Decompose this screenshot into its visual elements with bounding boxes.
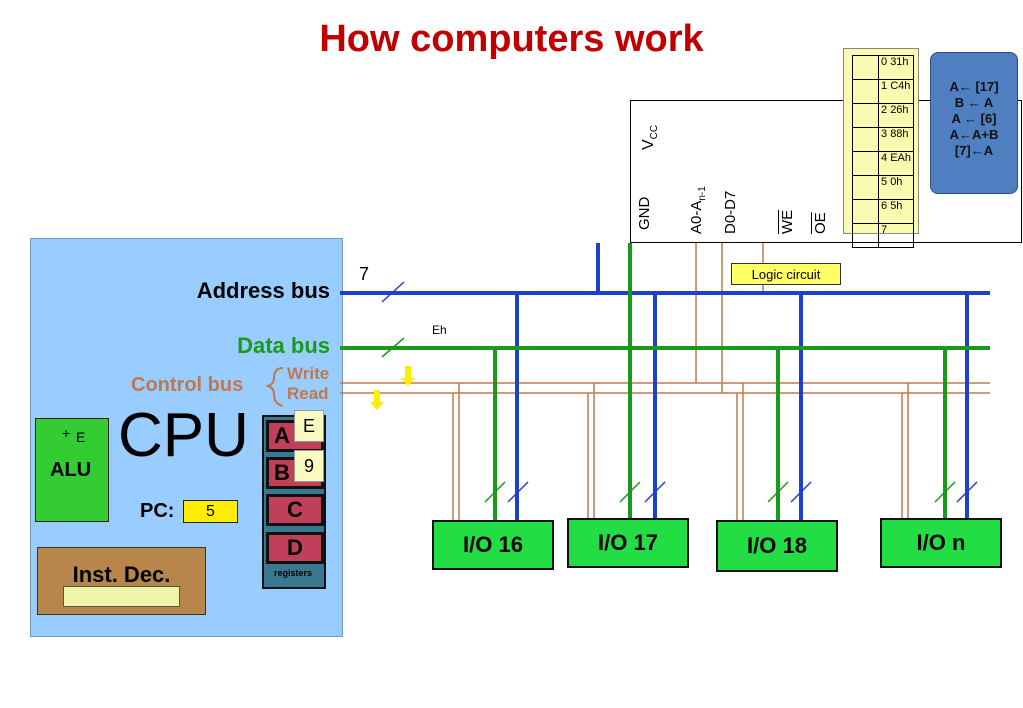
cell-address: 4 bbox=[881, 152, 888, 164]
memory-cell: 0 31h bbox=[853, 56, 913, 80]
cell-address: 3 bbox=[881, 128, 888, 140]
registers-label: registers bbox=[273, 568, 313, 578]
program-instruction: A ← [6] bbox=[951, 111, 997, 126]
program-instruction: A← [17] bbox=[949, 79, 999, 94]
memory-cell: 6 5h bbox=[853, 200, 913, 224]
pc-label: PC: bbox=[140, 500, 175, 522]
memory-cell: 1 C4h bbox=[853, 80, 913, 104]
cell-value: 31h bbox=[890, 56, 909, 68]
io-device-18: I/O 18 bbox=[716, 520, 838, 572]
alu: + E ALU bbox=[35, 418, 109, 522]
memory-cell: 7 bbox=[853, 224, 913, 248]
cell-value: 0h bbox=[890, 176, 903, 188]
instruction-decoder: Inst. Dec. bbox=[37, 547, 206, 615]
io-device-16: I/O 16 bbox=[432, 520, 554, 570]
brace-icon bbox=[264, 367, 284, 407]
memory-cell: 5 0h bbox=[853, 176, 913, 200]
register-b-value: 9 bbox=[294, 450, 324, 482]
register-c: C bbox=[266, 494, 324, 526]
register-d: D bbox=[266, 532, 324, 564]
program-instruction: B ← A bbox=[954, 95, 994, 110]
alu-value: E bbox=[76, 429, 86, 445]
io-device-n: I/O n bbox=[880, 518, 1002, 568]
alu-op: + bbox=[62, 425, 71, 441]
memory-cell: 2 26h bbox=[853, 104, 913, 128]
address-bus-label: Address bus bbox=[196, 278, 330, 303]
logic-circuit: Logic circuit bbox=[731, 263, 841, 285]
cell-address: 0 bbox=[881, 56, 888, 68]
memory-cell: 4 EAh bbox=[853, 152, 913, 176]
inst-dec-value bbox=[63, 586, 180, 607]
alu-label: ALU bbox=[50, 459, 92, 481]
program-instruction: A←A+B bbox=[949, 127, 999, 142]
data-bus-value: Eh bbox=[432, 323, 447, 337]
cell-value: EAh bbox=[890, 152, 911, 164]
control-bus-label: Control bus bbox=[131, 374, 244, 396]
cell-value: 26h bbox=[890, 104, 909, 116]
signal-arrows bbox=[370, 366, 415, 410]
cell-value: 88h bbox=[890, 128, 909, 140]
cell-address: 5 bbox=[881, 176, 888, 188]
inst-dec-label: Inst. Dec. bbox=[72, 562, 171, 587]
cell-address: 2 bbox=[881, 104, 888, 116]
cell-value: 5h bbox=[890, 200, 903, 212]
data-bus-label: Data bus bbox=[237, 333, 330, 358]
memory-cell: 3 88h bbox=[853, 128, 913, 152]
cell-address: 1 bbox=[881, 80, 888, 92]
address-width: 7 bbox=[359, 264, 370, 284]
register-a-value: E bbox=[294, 410, 324, 442]
cell-address: 7 bbox=[881, 224, 888, 236]
io-device-17: I/O 17 bbox=[567, 518, 689, 568]
cell-value: C4h bbox=[890, 80, 911, 92]
cpu-label: CPU bbox=[118, 401, 249, 470]
program-instruction: [7]←A bbox=[954, 143, 994, 158]
register-a-label: A bbox=[274, 423, 290, 448]
pc-value: 5 bbox=[183, 500, 238, 523]
cell-address: 6 bbox=[881, 200, 888, 212]
register-b-label: B bbox=[274, 460, 290, 485]
page-title: How computers work bbox=[319, 18, 704, 60]
